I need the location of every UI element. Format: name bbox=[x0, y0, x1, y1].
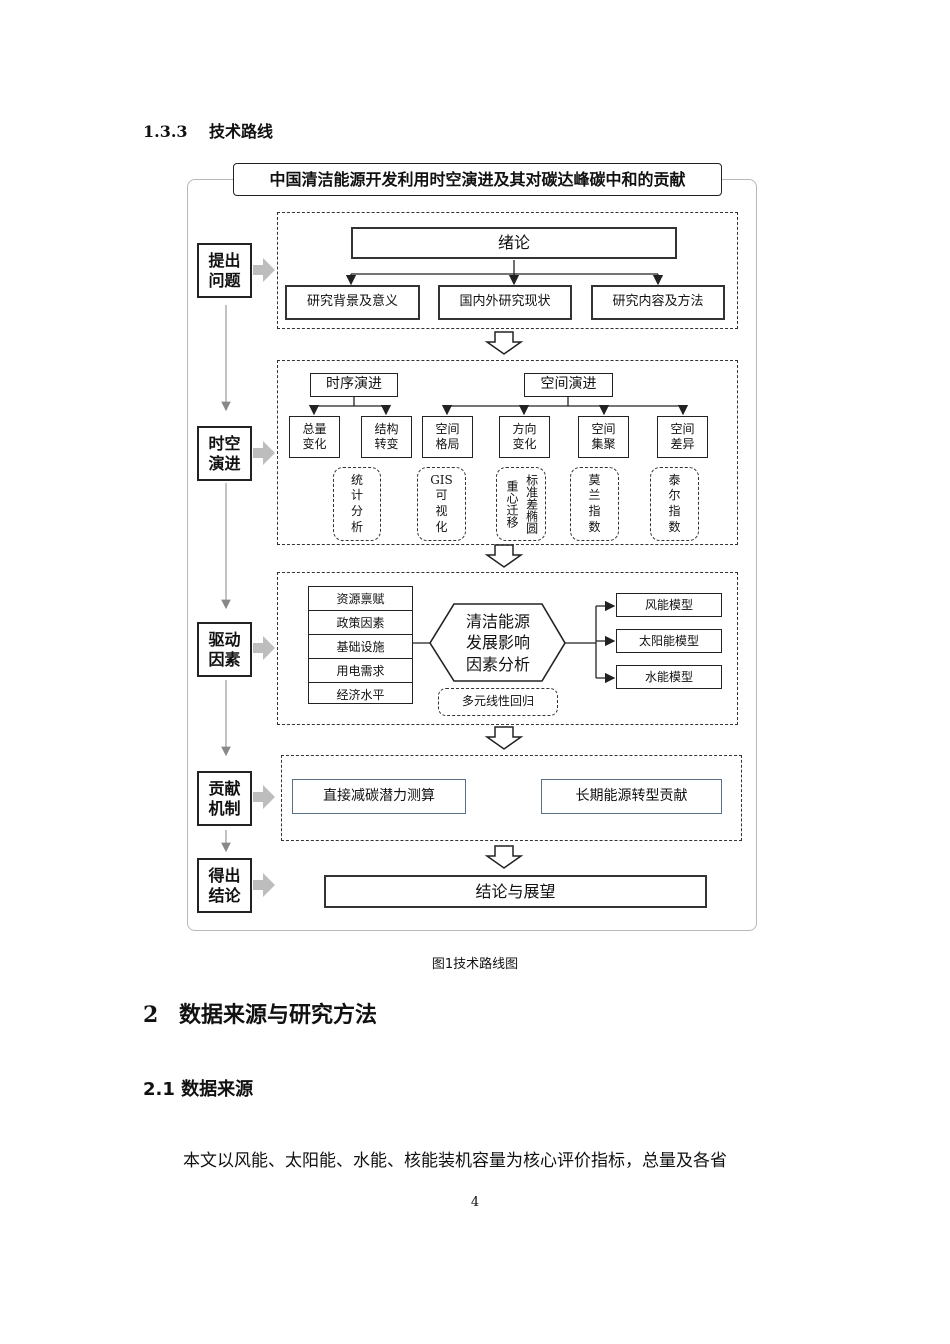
section-number: 1.3.3 bbox=[143, 122, 188, 141]
driver-factor: 政策因素 bbox=[309, 611, 412, 635]
spacetime-item-box: 空间 格局 bbox=[422, 416, 473, 458]
driver-analysis-label: 清洁能源 发展影响 因素分析 bbox=[465, 611, 530, 674]
driver-factors-list: 资源禀赋 政策因素 基础设施 用电需求 经济水平 bbox=[308, 586, 413, 704]
driver-factor: 用电需求 bbox=[309, 659, 412, 683]
driver-factor: 经济水平 bbox=[336, 687, 385, 702]
figure-caption: 图1技术路线图 bbox=[431, 957, 519, 972]
spacetime-item-box: 空间 集聚 bbox=[578, 416, 629, 458]
stage-spacetime-evolution: 时空 演进 bbox=[197, 426, 252, 481]
method-centroid-ellipse: 重心迁移 标准差椭圆 bbox=[496, 467, 546, 541]
page-number: 4 bbox=[470, 1195, 480, 1210]
block-down-arrow bbox=[484, 544, 524, 568]
driver-factor: 资源禀赋 bbox=[309, 587, 412, 611]
stage-side-arrow bbox=[253, 441, 275, 465]
method-gis-visualization: GIS 可 视 化 bbox=[417, 467, 466, 541]
spacetime-block bbox=[277, 360, 738, 545]
model-box-solar: 太阳能模型 bbox=[616, 629, 722, 653]
model-box-wind: 风能模型 bbox=[616, 593, 722, 617]
section-heading-2: 2 数据来源与研究方法 bbox=[143, 997, 377, 1029]
stage-contribution-mechanism: 贡献 机制 bbox=[197, 771, 252, 826]
stage-side-arrow bbox=[253, 258, 275, 282]
stage-conclusion: 得出 结论 bbox=[197, 858, 252, 913]
driver-factor: 基础设施 bbox=[309, 635, 412, 659]
block-down-arrow bbox=[484, 726, 524, 750]
model-box-hydro: 水能模型 bbox=[616, 665, 722, 689]
intro-sub-box: 研究背景及意义 bbox=[285, 285, 420, 320]
section-number: 2 bbox=[143, 1002, 159, 1028]
method-moran-index: 莫 兰 指 数 bbox=[570, 467, 619, 541]
method-theil-index: 泰 尔 指 数 bbox=[650, 467, 699, 541]
section-title: 技术路线 bbox=[209, 122, 274, 141]
intro-main-box: 绪论 bbox=[351, 227, 677, 259]
stage-raise-question: 提出 问题 bbox=[197, 243, 252, 298]
stage-side-arrow bbox=[253, 873, 275, 897]
stage-driving-factors: 驱动 因素 bbox=[197, 622, 252, 677]
temporal-evolution-box: 时序演进 bbox=[310, 373, 398, 397]
spacetime-item-box: 方向 变化 bbox=[499, 416, 550, 458]
block-down-arrow bbox=[484, 331, 524, 355]
section-heading-2-1: 2.1 数据来源 bbox=[143, 1079, 254, 1100]
intro-sub-box: 国内外研究现状 bbox=[438, 285, 572, 320]
section-heading-1-3-3: 1.3.3 技术路线 bbox=[143, 118, 273, 142]
spacetime-item-box: 空间 差异 bbox=[657, 416, 708, 458]
method-statistical-analysis: 统 计 分 析 bbox=[333, 467, 381, 541]
stage-side-arrow bbox=[253, 636, 275, 660]
intro-sub-box: 研究内容及方法 bbox=[591, 285, 725, 320]
driver-analysis-hexagon bbox=[429, 603, 566, 682]
contribution-box-longterm: 长期能源转型贡献 bbox=[541, 779, 722, 814]
body-paragraph: 本文以风能、太阳能、水能、核能装机容量为核心评价指标，总量及各省 bbox=[183, 1151, 727, 1171]
spacetime-item-box: 总量 变化 bbox=[289, 416, 340, 458]
section-title: 数据来源与研究方法 bbox=[179, 1003, 378, 1028]
intro-block bbox=[277, 212, 738, 329]
conclusion-box: 结论与展望 bbox=[324, 875, 707, 908]
contribution-box-direct: 直接减碳潜力测算 bbox=[292, 779, 466, 814]
diagram-title: 中国清洁能源开发利用时空演进及其对碳达峰碳中和的贡献 bbox=[233, 163, 722, 196]
contribution-block bbox=[281, 755, 742, 841]
block-down-arrow bbox=[484, 845, 524, 869]
spacetime-item-box: 结构 转变 bbox=[361, 416, 412, 458]
stage-side-arrow bbox=[253, 785, 275, 809]
spatial-evolution-box: 空间演进 bbox=[524, 373, 613, 397]
method-multiple-linear-regression: 多元线性回归 bbox=[438, 688, 558, 716]
drivers-block bbox=[277, 572, 738, 725]
